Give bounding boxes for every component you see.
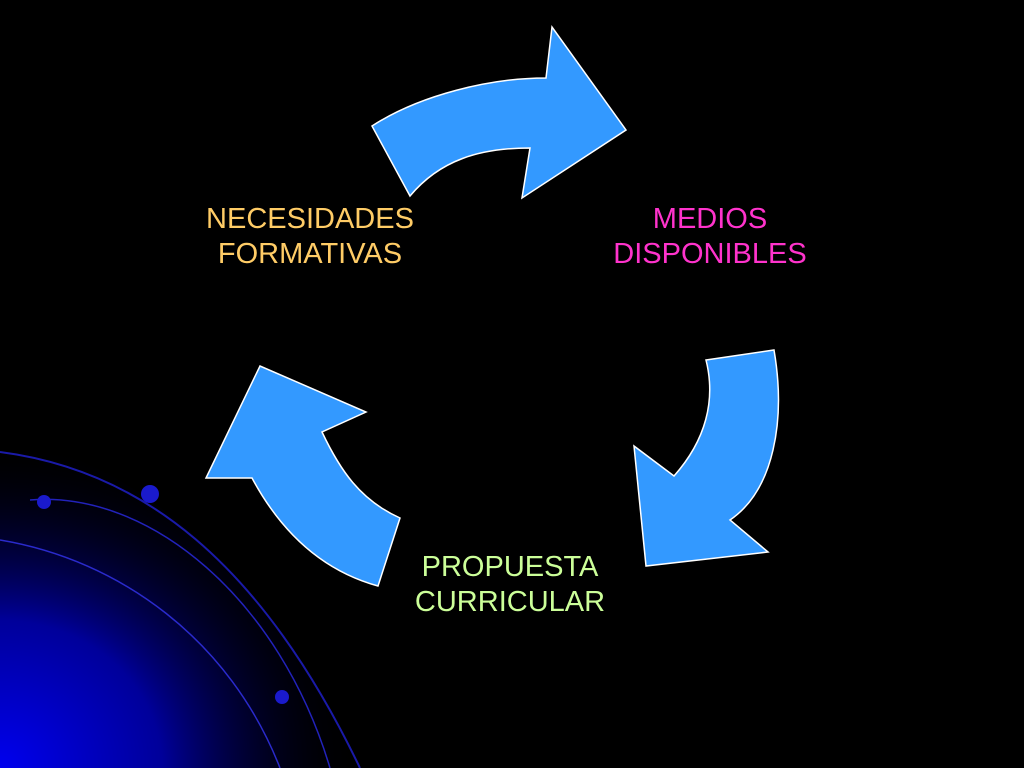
arrow-necesidades-to-medios xyxy=(371,24,628,200)
node-propuesta-curricular: PROPUESTA CURRICULAR xyxy=(380,550,640,620)
node-propuesta-line1: PROPUESTA xyxy=(421,551,599,583)
decor-curve xyxy=(0,539,281,768)
arrow-propuesta-to-necesidades xyxy=(204,365,401,587)
node-necesidades-line2: FORMATIVAS xyxy=(217,238,403,270)
node-necesidades-line1: NECESIDADES xyxy=(206,203,414,235)
node-necesidades-formativas: NECESIDADES FORMATIVAS xyxy=(170,202,450,272)
arrow-medios-to-propuesta xyxy=(633,349,780,567)
node-medios-line2: DISPONIBLES xyxy=(613,238,807,270)
decor-dot xyxy=(141,485,159,503)
node-propuesta-line2: CURRICULAR xyxy=(414,586,606,618)
node-medios-line1: MEDIOS xyxy=(652,203,768,235)
decor-swoosh xyxy=(0,440,360,768)
decor-curve xyxy=(29,498,331,768)
node-medios-disponibles: MEDIOS DISPONIBLES xyxy=(580,202,840,272)
decor-dot xyxy=(275,690,289,704)
decor-dot xyxy=(37,495,51,509)
decor-curve xyxy=(0,451,361,768)
